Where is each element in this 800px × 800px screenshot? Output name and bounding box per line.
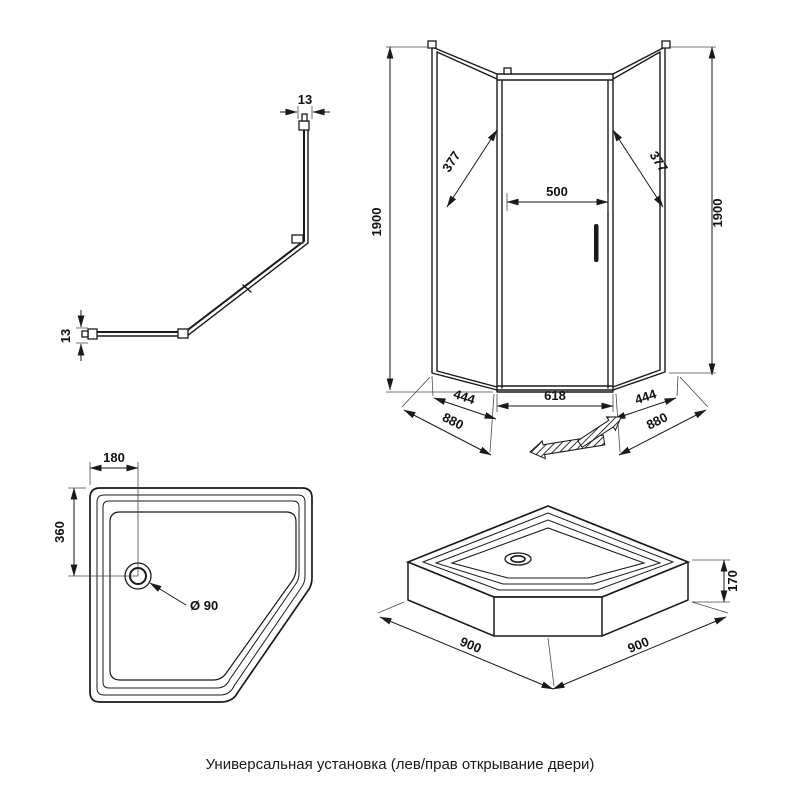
- left-wall-fitting: [87, 328, 98, 340]
- dim-line-side-right: [552, 616, 727, 690]
- tray-iso-view: 900 900 170: [377, 505, 740, 690]
- dim-tray-height-label: 170: [725, 570, 740, 592]
- dim-line-top-right: [612, 129, 664, 208]
- dim-drain-x-label: 180: [103, 450, 125, 465]
- tray-outline: [89, 487, 313, 703]
- door-handle: [594, 224, 599, 262]
- drain-leader-line: [149, 582, 187, 606]
- enclosure-frame: [431, 46, 666, 393]
- tray-iso-basin-outline: [450, 527, 646, 579]
- dim-profile-left-label: 13: [58, 329, 73, 343]
- tray-iso-top-outline: [405, 505, 691, 598]
- dim-line-bottom-left-total: [403, 409, 492, 456]
- dim-drain-diameter-label: Ø 90: [190, 598, 218, 613]
- dim-line-bottom-right-total: [618, 409, 707, 456]
- dim-height-left-label: 1900: [369, 208, 384, 237]
- extension-lines: [377, 601, 729, 687]
- dim-bottom-left-total-label: 880: [440, 409, 466, 432]
- extension-lines: [669, 46, 716, 374]
- tray-iso-rim-line-2: [434, 519, 662, 585]
- tray-iso-skirt: [407, 561, 689, 637]
- top-wall-fitting-knob: [301, 113, 308, 122]
- tray-rim-line-1: [96, 494, 306, 696]
- profile-detail-view: 13 13: [58, 92, 330, 361]
- left-wall-fitting-knob: [81, 330, 89, 338]
- dim-door-width-label: 500: [546, 184, 568, 199]
- wall-profile-inner-line: [95, 129, 309, 337]
- tray-top-view: 180 360 Ø 90: [52, 450, 313, 703]
- extension-lines: [297, 106, 313, 119]
- dim-opening-label: 618: [544, 388, 566, 403]
- wall-profile-outline: [95, 129, 305, 333]
- door-pivot: [503, 67, 512, 75]
- dim-profile-top-label: 13: [298, 92, 312, 107]
- top-wall-fitting: [298, 120, 310, 131]
- tray-iso-rim-line-1: [421, 512, 675, 591]
- caption: Универсальная установка (лев/прав открыв…: [205, 756, 595, 773]
- dim-height-right-label: 1900: [710, 199, 725, 228]
- profile-bracket-lower: [177, 328, 189, 339]
- tray-basin-outline: [109, 511, 297, 681]
- dim-side-right-label: 900: [625, 634, 651, 656]
- dim-bottom-left-edge-label: 444: [452, 386, 478, 407]
- dim-side-left-label: 900: [458, 634, 484, 656]
- dim-top-left-label: 377: [439, 148, 463, 174]
- drawing-svg: 13 13 1900 1900 377 500 377 618: [52, 40, 740, 703]
- drain-inner-ellipse: [510, 554, 526, 563]
- top-right-wall-fitting: [661, 40, 671, 49]
- extension-lines: [76, 327, 88, 344]
- dim-bottom-right-edge-label: 444: [633, 386, 659, 407]
- tray-rim-line-2: [102, 500, 300, 689]
- dim-bottom-right-total-label: 880: [644, 409, 670, 432]
- front-view: 1900 1900 377 500 377 618 444 880 444 88…: [369, 40, 725, 460]
- profile-joint-tick: [242, 284, 252, 293]
- extension-lines: [386, 46, 493, 393]
- dim-line-side-left: [379, 616, 554, 690]
- profile-bracket-upper: [291, 234, 304, 244]
- top-left-wall-fitting: [427, 40, 437, 49]
- dim-top-right-label: 377: [647, 148, 671, 174]
- dim-line-top-left: [446, 129, 498, 208]
- dim-drain-y-label: 360: [52, 521, 67, 543]
- door-swing-right-arrow-icon: [577, 416, 622, 448]
